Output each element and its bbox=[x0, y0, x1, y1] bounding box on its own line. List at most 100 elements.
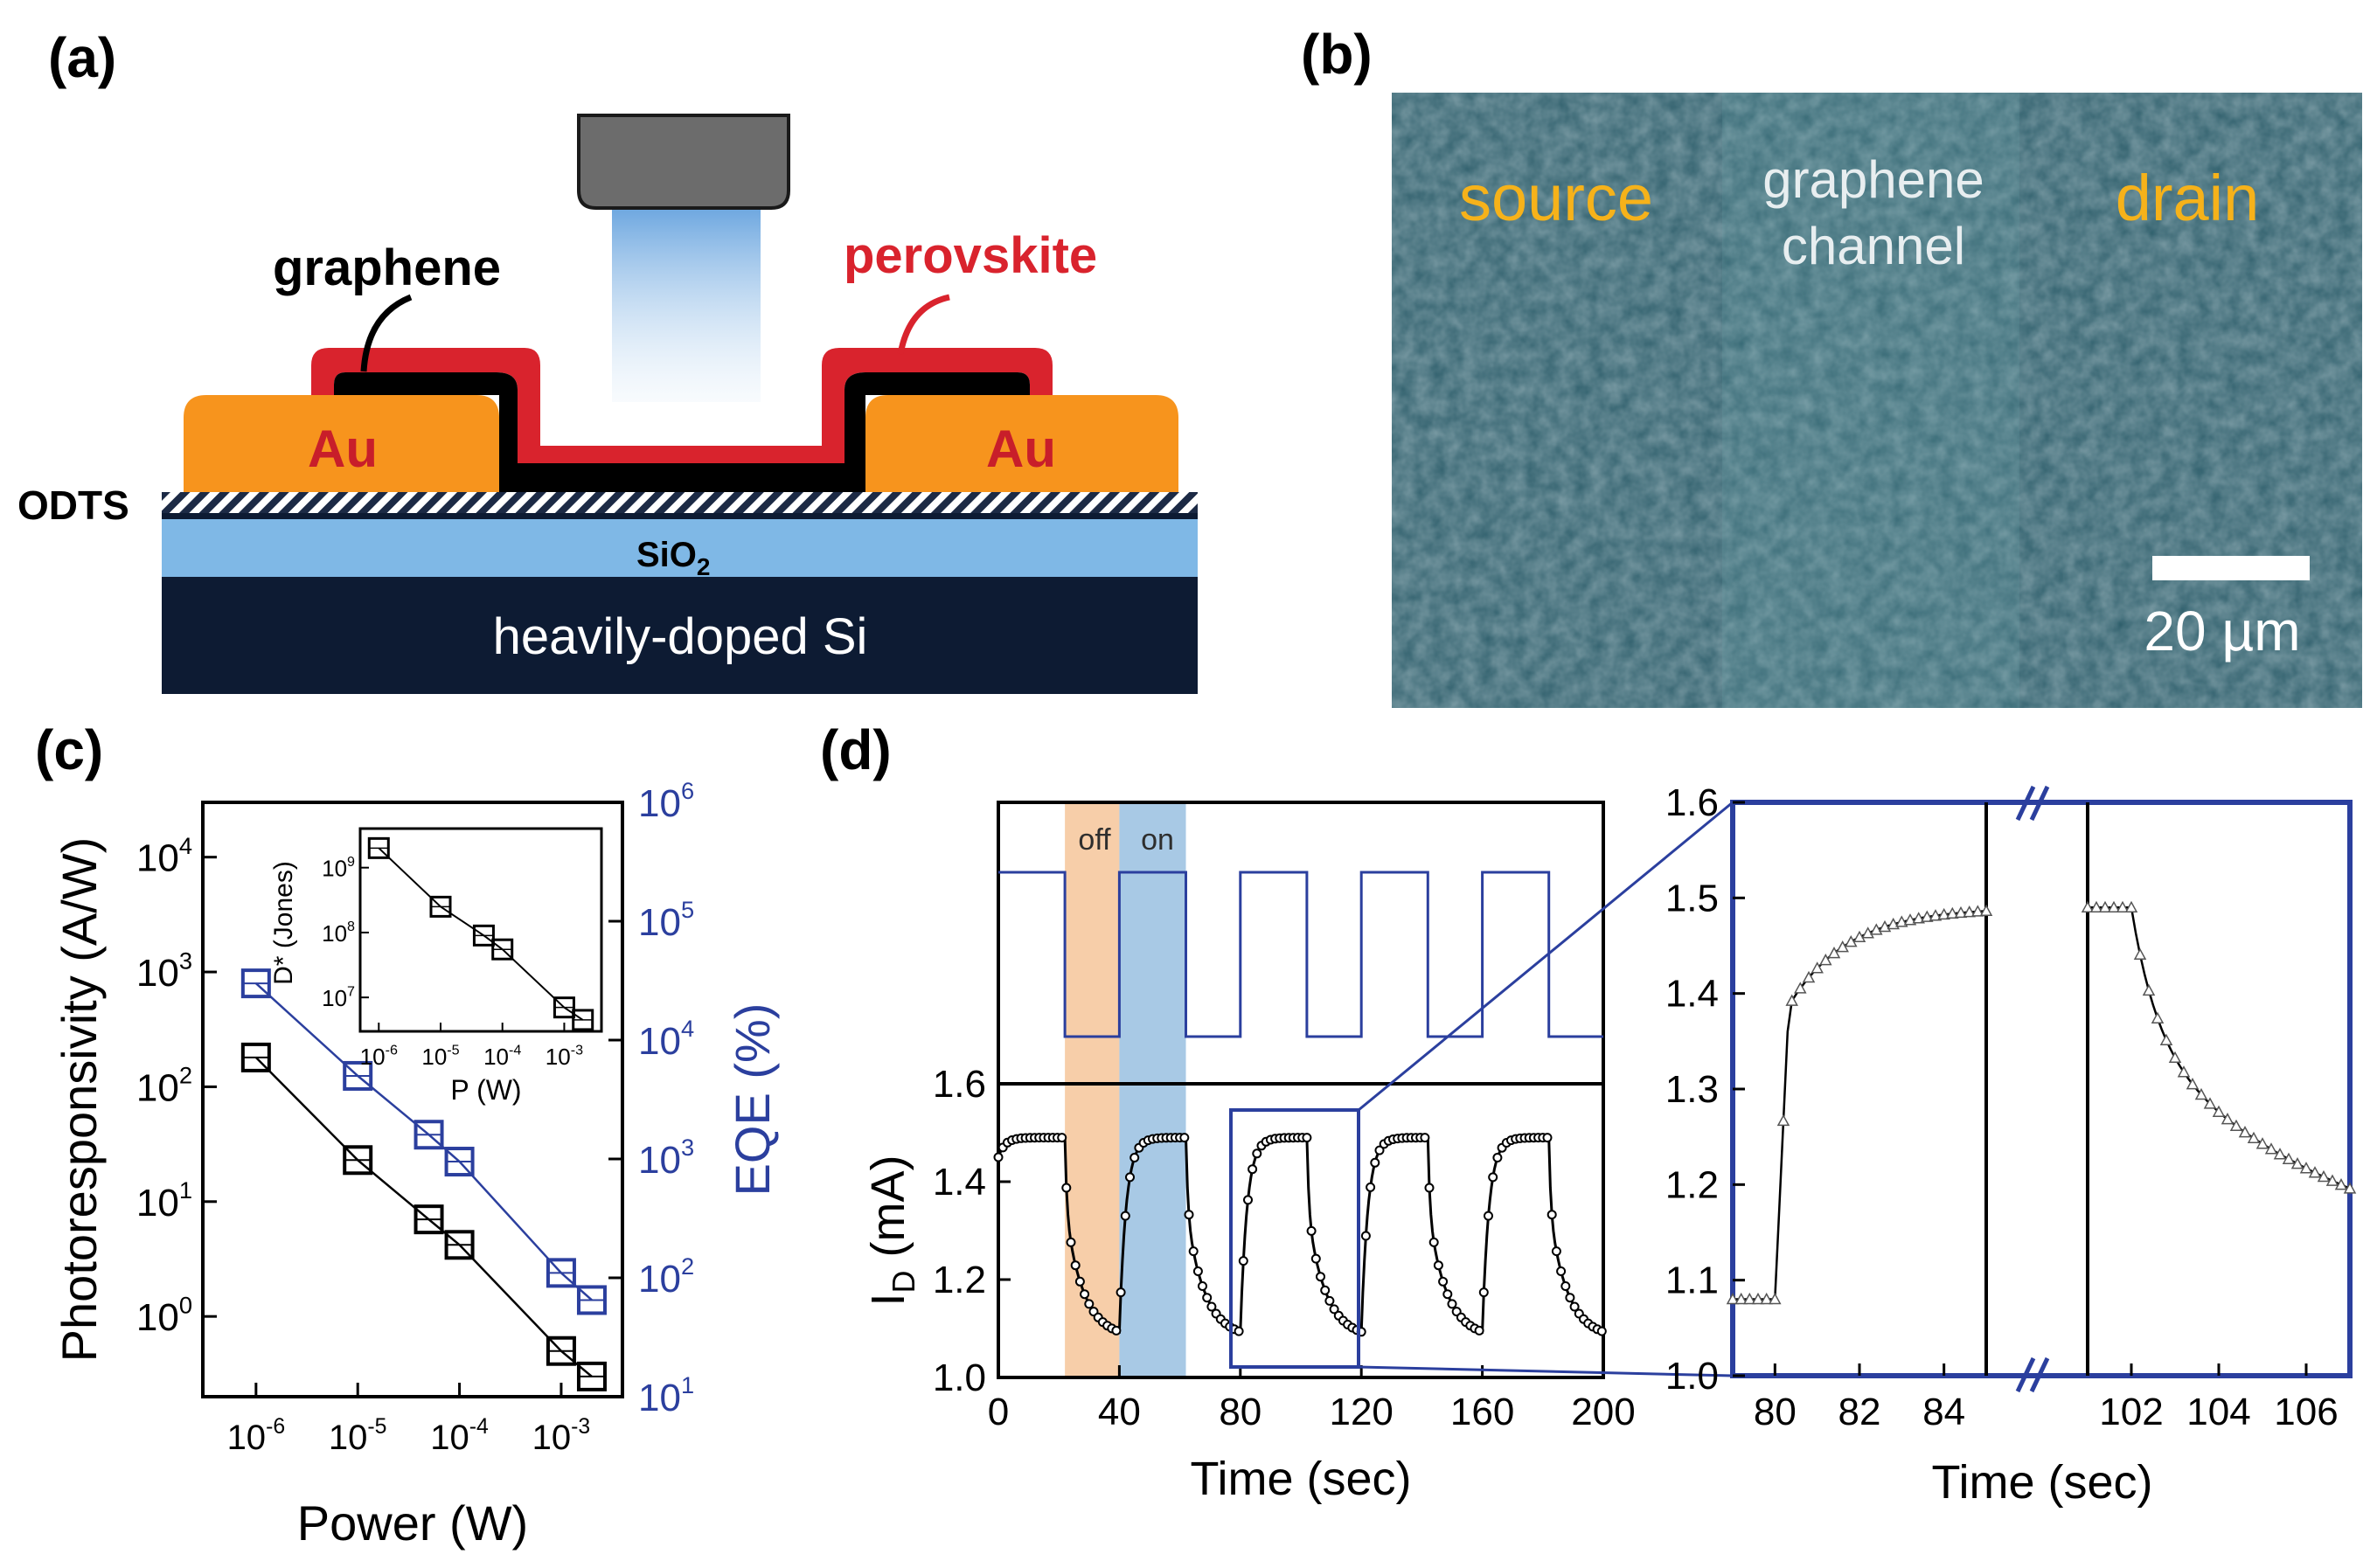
dz-line bbox=[1733, 910, 1987, 1301]
ci-xtick-label: 10-4 bbox=[483, 1042, 521, 1070]
dz-point bbox=[2142, 983, 2156, 996]
dz-point bbox=[2159, 1033, 2173, 1045]
d-light-bands bbox=[1065, 802, 1186, 1377]
d-current-point bbox=[1125, 1172, 1135, 1183]
d-current-point bbox=[1492, 1153, 1503, 1162]
dz-point bbox=[1946, 906, 1959, 919]
ci-xtick-label: 10-6 bbox=[360, 1042, 398, 1070]
ci-xtick-label-exp: -3 bbox=[571, 1042, 583, 1058]
dz-point bbox=[2168, 1051, 2182, 1064]
perovskite-channel-strip bbox=[518, 446, 844, 463]
d-current-point bbox=[1184, 1210, 1194, 1220]
graphene-channel-region bbox=[1722, 93, 2019, 708]
d-current-point bbox=[1484, 1211, 1493, 1221]
au-right-label: Au bbox=[986, 420, 1056, 478]
c-inset-ylabel: D* (Jones) bbox=[269, 861, 298, 985]
d-ylabel-unit: (mA) bbox=[862, 1155, 914, 1271]
dz-point bbox=[2221, 1113, 2235, 1125]
c-ytick-left-label-base: 10 bbox=[136, 952, 179, 995]
c-ytick-left-label: 103 bbox=[136, 947, 192, 995]
d-xtick-label: 80 bbox=[1219, 1391, 1261, 1433]
d-current-point bbox=[1111, 1325, 1122, 1336]
scale-bar bbox=[2152, 556, 2310, 580]
dz-point bbox=[1861, 926, 1874, 939]
d-current-point bbox=[1542, 1133, 1553, 1143]
dz-point bbox=[2325, 1174, 2339, 1186]
dz-point bbox=[2186, 1078, 2200, 1090]
au-electrode-right bbox=[865, 395, 1178, 492]
d-current-point bbox=[1234, 1326, 1244, 1336]
dz-point bbox=[2151, 1011, 2165, 1023]
d-pulse-trace bbox=[998, 871, 1603, 1038]
light-beam bbox=[612, 210, 761, 402]
ci-ytick-label: 107 bbox=[322, 983, 355, 1011]
c-ytick-right-label-base: 10 bbox=[638, 901, 681, 944]
c-ytick-left-label: 100 bbox=[136, 1291, 192, 1339]
on-band-label: on bbox=[1141, 823, 1174, 857]
sio2-label: SiO2 bbox=[636, 536, 710, 580]
dz-xtick-label: 84 bbox=[1922, 1391, 1965, 1433]
dz-xtick-label: 80 bbox=[1754, 1391, 1797, 1433]
c-inset-markers bbox=[367, 836, 594, 1031]
si-substrate bbox=[162, 575, 1198, 694]
dz-point bbox=[2317, 1169, 2331, 1183]
c-xtick-label-base: 10 bbox=[227, 1419, 267, 1457]
dz-ytick-label: 1.1 bbox=[1665, 1259, 1719, 1302]
c-ytick-right-label: 104 bbox=[638, 1015, 694, 1063]
dz-point bbox=[2308, 1166, 2322, 1178]
dz-point bbox=[2107, 900, 2121, 913]
d-current-point bbox=[1252, 1148, 1262, 1159]
dz-point bbox=[1776, 1114, 1790, 1127]
c-ytick-left-label: 104 bbox=[136, 832, 192, 880]
c-ytick-right-label: 102 bbox=[638, 1252, 694, 1301]
c-ytick-right-label-exp: 6 bbox=[681, 777, 694, 804]
d-current-point bbox=[1188, 1246, 1199, 1257]
c-ytick-right-label: 103 bbox=[638, 1134, 694, 1182]
dz-point bbox=[2177, 1065, 2191, 1078]
ci-xtick-label: 10-3 bbox=[546, 1042, 583, 1070]
c-xtick-label: 10-5 bbox=[329, 1415, 387, 1457]
dz-point bbox=[2264, 1142, 2278, 1155]
ci-xtick-label-base: 10 bbox=[483, 1044, 509, 1070]
d-current-point bbox=[1324, 1295, 1335, 1306]
micrograph-texture bbox=[1392, 93, 2362, 708]
dz-point bbox=[1921, 910, 1934, 922]
d-current-point bbox=[1057, 1133, 1067, 1143]
d-current-trace bbox=[993, 1133, 1607, 1337]
d-current-point bbox=[1560, 1281, 1571, 1291]
dz-point bbox=[2273, 1148, 2287, 1160]
dz-point bbox=[2238, 1126, 2252, 1138]
d-current-point bbox=[1070, 1260, 1081, 1271]
ci-ytick-label-base: 10 bbox=[322, 920, 347, 947]
d-current-point bbox=[1370, 1157, 1380, 1168]
scale-bar-text: 20 µm bbox=[2144, 600, 2300, 663]
d-current-point bbox=[1569, 1301, 1580, 1312]
c-xtick-label-base: 10 bbox=[430, 1419, 469, 1457]
perovskite-label: perovskite bbox=[844, 227, 1097, 284]
d-zoom-frame bbox=[1730, 800, 2353, 1378]
c-plot-frame bbox=[201, 801, 624, 1398]
au-left-label: Au bbox=[308, 420, 378, 478]
c-ylabel-left: Photoresponsivity (A/W) bbox=[52, 837, 107, 1363]
panel-a-label: (a) bbox=[48, 26, 116, 89]
c-ytick-right-label-base: 10 bbox=[638, 1139, 681, 1182]
ci-ytick-label-exp: 7 bbox=[347, 983, 355, 999]
dz-point bbox=[1954, 905, 1968, 919]
ci-ytick-label: 108 bbox=[322, 919, 355, 947]
dz-point bbox=[1963, 905, 1976, 918]
d-axis-break-bottom bbox=[2015, 1356, 2050, 1393]
c-ytick-right-label-exp: 4 bbox=[681, 1015, 694, 1042]
d-current-point bbox=[1488, 1172, 1498, 1183]
ci-xtick-label-exp: -4 bbox=[509, 1042, 521, 1058]
d-zoom-box bbox=[1229, 1108, 1360, 1369]
d-current-point bbox=[1238, 1256, 1248, 1266]
ci-ytick-label-base: 10 bbox=[322, 856, 347, 882]
ci-xtick-label-base: 10 bbox=[546, 1044, 571, 1070]
dz-point bbox=[1827, 947, 1841, 959]
dz-point bbox=[1794, 982, 1807, 994]
d-current-point bbox=[1302, 1133, 1312, 1143]
d-current-point bbox=[1316, 1272, 1325, 1282]
